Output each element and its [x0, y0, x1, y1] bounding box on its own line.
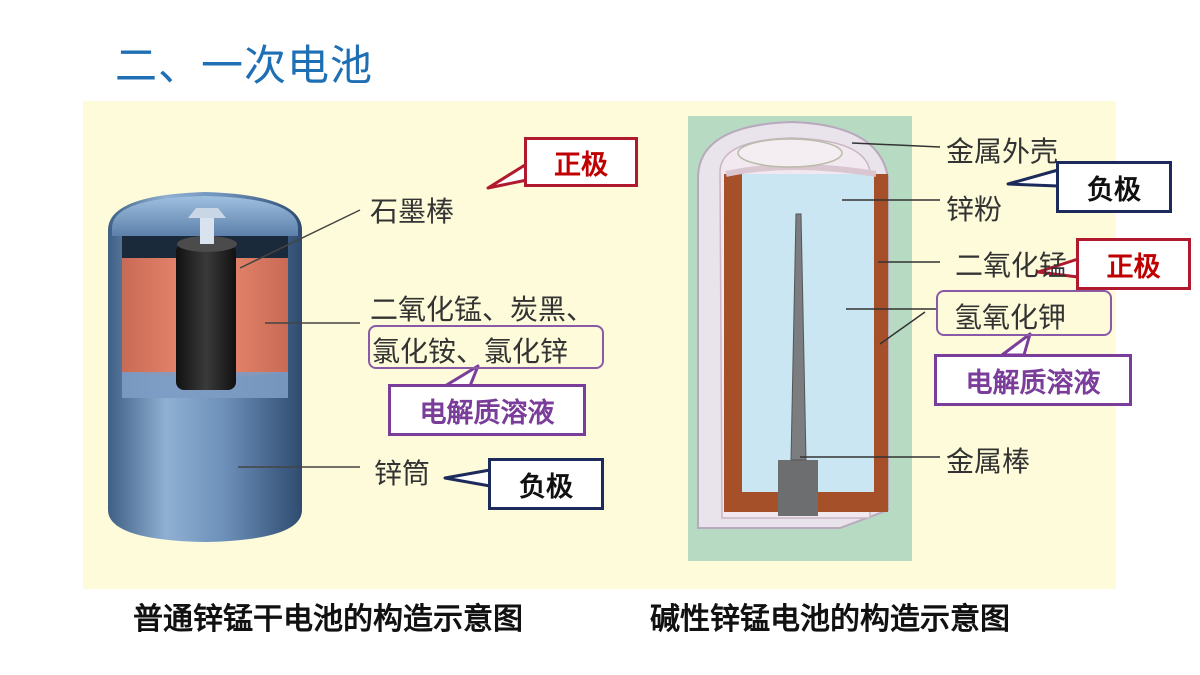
right-caption: 碱性锌锰电池的构造示意图	[650, 602, 1010, 637]
mno2-label: 二氧化锰	[955, 249, 1068, 282]
alkaline-cell-drawing	[688, 116, 912, 561]
paste-label-line1: 二氧化锰、炭黑、	[370, 293, 595, 326]
positive-tag-left: 正极	[524, 137, 638, 187]
negative-tag-left: 负极	[488, 458, 604, 510]
electrolyte-highlight-right	[936, 290, 1112, 336]
positive-tag-right: 正极	[1076, 238, 1191, 290]
dry-cell-drawing	[108, 192, 302, 542]
koh-label: 氢氧化钾	[954, 301, 1067, 334]
zinc-powder-label: 锌粉	[946, 193, 1003, 226]
electrolyte-highlight-left	[368, 325, 604, 369]
zinc-can-label: 锌筒	[374, 457, 431, 490]
negative-tag-right: 负极	[1056, 161, 1172, 213]
graphite-rod-label: 石墨棒	[370, 195, 455, 228]
metal-shell-label: 金属外壳	[946, 135, 1059, 168]
electrolyte-tag-right: 电解质溶液	[934, 354, 1132, 406]
metal-rod-label: 金属棒	[946, 445, 1031, 478]
left-caption: 普通锌锰干电池的构造示意图	[133, 602, 523, 637]
page-title: 二、一次电池	[115, 41, 374, 90]
paste-label-line2: 氯化铵、氯化锌	[372, 335, 569, 368]
electrolyte-tag-left: 电解质溶液	[388, 384, 586, 436]
